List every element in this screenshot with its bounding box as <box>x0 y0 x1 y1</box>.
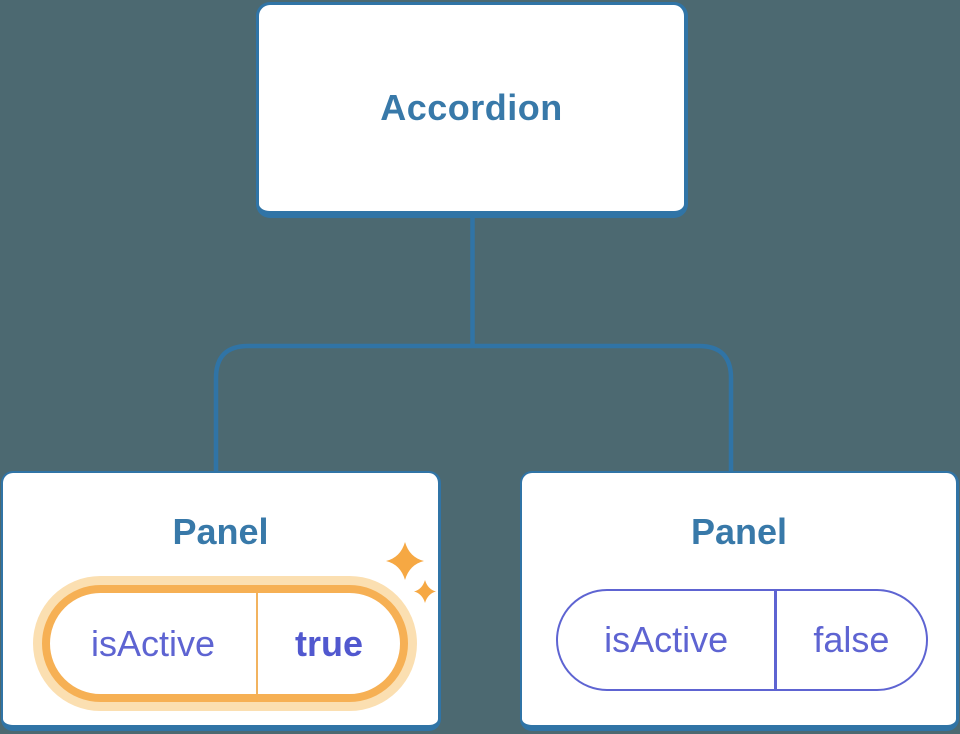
panel-left-title: Panel <box>172 511 269 552</box>
state-name: isActive <box>90 622 215 664</box>
accordion-label: Accordion <box>380 87 563 128</box>
sparkle-large-icon <box>386 542 424 580</box>
state-name: isActive <box>604 619 729 660</box>
pill-divider <box>774 591 777 689</box>
panel-right-title: Panel <box>690 511 788 552</box>
node-panel-left: Panel isActive true <box>1 471 441 731</box>
state-value: false <box>813 619 890 660</box>
connector-branch <box>213 343 734 471</box>
state-value: true <box>294 622 363 664</box>
sparkle-icon <box>386 542 436 603</box>
node-panel-right: Panel isActive false <box>520 471 959 731</box>
sparkle-small-icon <box>414 580 436 603</box>
pill-divider <box>255 593 258 694</box>
state-pill-active: isActive true <box>42 585 408 702</box>
state-pill-inactive: isActive false <box>556 589 928 691</box>
node-accordion: Accordion <box>256 2 688 218</box>
